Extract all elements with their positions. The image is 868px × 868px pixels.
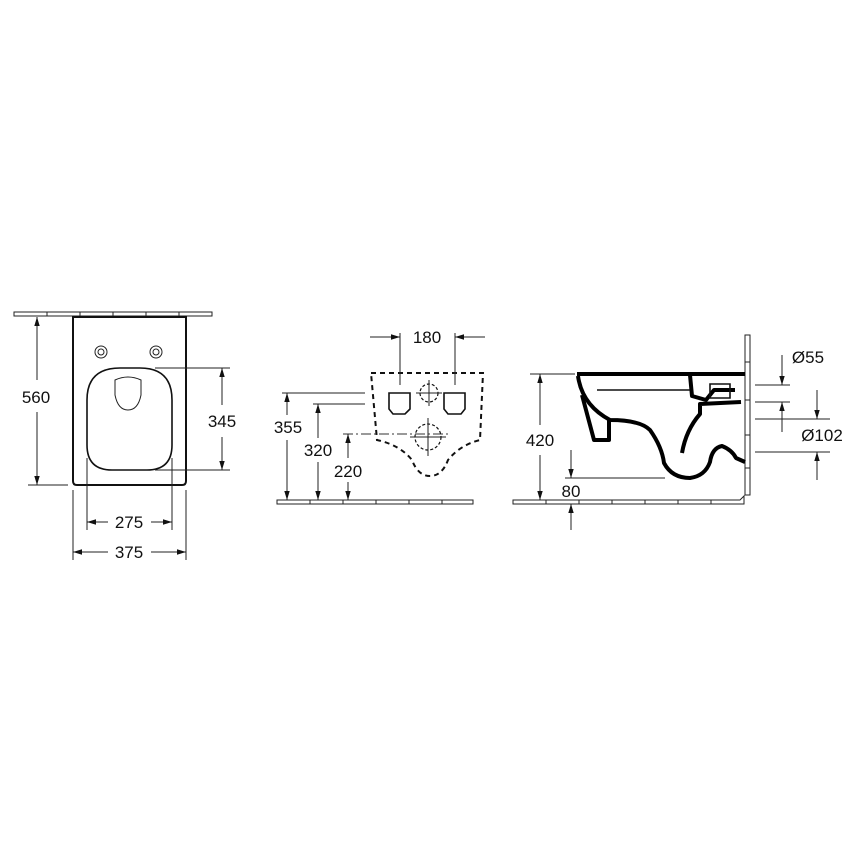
- outlet-diameter-label: Ø102: [801, 426, 843, 445]
- seat-outline: [86, 367, 173, 471]
- rim-height-label: 420: [526, 431, 554, 450]
- wall-line: [744, 334, 751, 496]
- toilet-outline: [72, 316, 187, 486]
- fixing-bracket-left: [388, 392, 411, 415]
- inlet-diameter-label: Ø55: [792, 348, 824, 367]
- wall-line: [13, 311, 213, 317]
- toilet-profile: [576, 372, 746, 480]
- width-label: 375: [115, 543, 143, 562]
- seat-width-label: 275: [115, 513, 143, 532]
- height-355-label: 355: [274, 418, 302, 437]
- floor-line: [276, 499, 474, 505]
- rear-view: 180 355 320 220: [274, 328, 485, 505]
- side-view: 420 80 Ø55 Ø102: [512, 334, 843, 530]
- top-view: 560 345 275 375: [13, 311, 236, 562]
- bowl-opening: [114, 376, 142, 411]
- fixing-spacing-label: 180: [413, 328, 441, 347]
- fixing-bracket-right: [443, 392, 466, 415]
- fixing-holes: [94, 345, 163, 359]
- floor-line: [512, 494, 745, 505]
- height-220-label: 220: [334, 462, 362, 481]
- bottom-height-label: 80: [562, 482, 581, 501]
- wall-mount-outline: [369, 372, 485, 478]
- depth-label: 560: [22, 388, 50, 407]
- seat-length-label: 345: [208, 412, 236, 431]
- height-320-label: 320: [304, 441, 332, 460]
